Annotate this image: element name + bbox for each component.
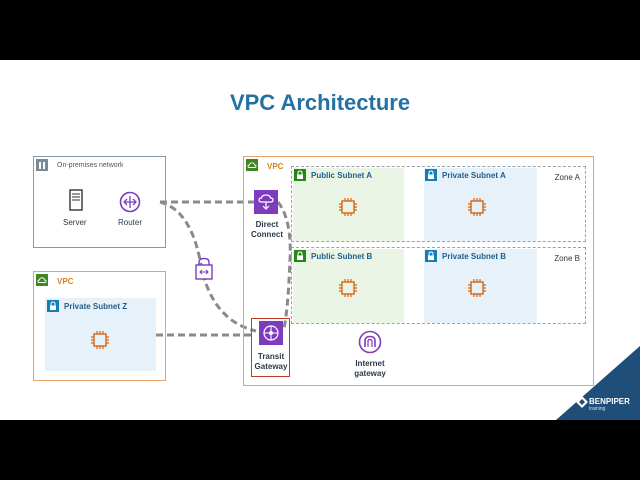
transit-gateway-label: Transit Gateway — [254, 352, 288, 371]
transit-gateway-icon — [259, 321, 283, 345]
vpn-connection-icon — [195, 257, 213, 280]
router-icon — [119, 191, 141, 213]
corporate-building-icon — [36, 159, 48, 171]
ec2-instance-icon — [339, 198, 357, 216]
vpc-cloud-icon — [246, 159, 258, 171]
vpc-main-box: VPC Zone A Zone B Public Subnet A — [243, 156, 594, 386]
transit-gateway-highlight — [251, 318, 290, 377]
vpc-main-label: VPC — [267, 162, 284, 171]
onprem-label: On-premises network — [57, 162, 124, 169]
brand-tagline: training — [589, 406, 606, 412]
slide: VPC Architecture On-premises network Ser… — [0, 60, 640, 420]
private-subnet-a: Private Subnet A — [424, 168, 537, 241]
connection-lines — [156, 200, 292, 337]
private-subnet-a-label: Private Subnet A — [442, 171, 506, 180]
public-subnet-a: Public Subnet A — [293, 168, 404, 241]
private-subnet-b-label: Private Subnet B — [442, 252, 507, 261]
ec2-instance-icon — [91, 331, 109, 349]
dc-to-tgw-line — [276, 201, 292, 329]
zone-a-label: Zone A — [554, 173, 580, 182]
ec2-instance-icon — [339, 279, 357, 297]
ec2-instance-icon — [468, 279, 486, 297]
brand-name: BENPIPER — [589, 397, 630, 406]
onprem-network-box: On-premises network Server Router — [33, 156, 166, 248]
zone-a: Zone A — [291, 166, 586, 242]
private-subnet-b: Private Subnet B — [424, 249, 537, 323]
zone-b: Zone B — [291, 247, 586, 324]
private-subnet-z-label: Private Subnet Z — [64, 302, 128, 311]
lock-icon — [425, 169, 437, 181]
server-icon — [69, 189, 83, 211]
lock-icon — [294, 250, 306, 262]
zone-b-label: Zone B — [554, 254, 580, 263]
lock-icon — [47, 300, 59, 312]
public-subnet-b-label: Public Subnet B — [311, 252, 373, 261]
lock-icon — [425, 250, 437, 262]
vpc-cloud-icon — [36, 274, 48, 286]
internet-gateway-label: Internet gateway — [354, 359, 386, 378]
internet-gateway-icon — [358, 330, 382, 354]
direct-connect-icon — [254, 190, 278, 214]
direct-connect-label: Direct Connect — [251, 220, 283, 239]
router-label: Router — [118, 218, 143, 227]
public-subnet-b: Public Subnet B — [293, 249, 404, 323]
public-subnet-a-label: Public Subnet A — [311, 171, 373, 180]
lock-icon — [294, 169, 306, 181]
benpiper-logo-icon — [576, 396, 588, 408]
server-label: Server — [63, 218, 87, 227]
page-title: VPC Architecture — [229, 90, 411, 115]
private-subnet-z: Private Subnet Z — [45, 298, 156, 371]
ec2-instance-icon — [468, 198, 486, 216]
vpn-link-line — [159, 200, 257, 333]
vpc-z-box: VPC Private Subnet Z — [33, 271, 166, 381]
vpc-z-label: VPC — [57, 277, 74, 286]
